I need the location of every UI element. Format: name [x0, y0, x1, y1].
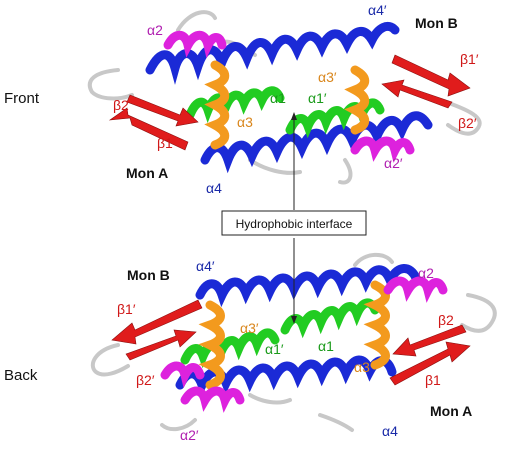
back-helix-alpha2p-b [160, 361, 205, 388]
interface-box [221, 210, 367, 236]
front-helix-alpha4 [200, 111, 433, 174]
back-a3p-label: α3′ [240, 320, 259, 336]
front-strand-beta1 [108, 107, 189, 151]
front-a2-label: α2 [147, 22, 163, 38]
front-loop-left [87, 68, 134, 101]
back-structure [90, 252, 497, 432]
front-helix-alpha2 [163, 30, 227, 59]
front-helix-alpha1 [185, 86, 285, 124]
back-b1p-label: β1′ [117, 301, 136, 317]
front-helix-alpha4p [145, 21, 400, 85]
back-b2p-label: β2′ [136, 372, 155, 388]
back-loop-right [460, 293, 497, 333]
front-loop-top [176, 10, 217, 32]
view-label-front: Front [4, 90, 40, 107]
back-helix-alpha3p [198, 300, 225, 390]
back-loop-tail-a [318, 413, 354, 432]
front-helix-alpha3 [204, 60, 230, 150]
view-label-back: Back [4, 367, 38, 384]
front-b2-label: β2 [113, 97, 129, 113]
back-strand-beta2p [125, 329, 197, 361]
front-helix-alpha3p [344, 65, 370, 135]
back-loop-bottom [160, 418, 197, 432]
front-loop-bottom [338, 158, 353, 185]
back-helix-alpha1 [280, 298, 380, 339]
back-helix-alpha2 [383, 276, 448, 303]
back-mon-b-label: Mon B [127, 267, 170, 283]
back-loop-left [90, 343, 130, 377]
back-strand-beta1 [389, 341, 471, 386]
back-a4-label: α4 [382, 423, 398, 439]
interface-arrow-down-icon [291, 316, 297, 324]
back-strand-beta2 [392, 324, 467, 357]
front-mon-b-label: Mon B [415, 15, 458, 31]
back-a2p-label: α2′ [180, 427, 199, 443]
front-loop-tail-a [248, 158, 302, 175]
back-a2-label: α2 [418, 265, 434, 281]
back-helix-alpha1p [180, 328, 280, 369]
front-a1-label: α1 [270, 90, 286, 106]
back-loop-tail-b [248, 393, 292, 405]
interface-connector: Hydrophobic interface [221, 112, 367, 324]
interface-label: Hydrophobic interface [236, 217, 353, 231]
front-a4p-label: α4′ [368, 2, 387, 18]
front-b2p-label: β2′ [458, 115, 477, 131]
front-strand-beta2 [126, 94, 199, 127]
front-b1p-label: β1′ [460, 51, 479, 67]
back-a1-label: α1 [318, 338, 334, 354]
back-helix-alpha2p [180, 386, 245, 413]
front-mon-a-label: Mon A [126, 165, 168, 181]
front-helix-alpha2p [350, 136, 415, 163]
front-strand-beta2p [381, 79, 453, 109]
front-a3-label: α3 [237, 114, 253, 130]
front-strand-beta1p [391, 54, 471, 97]
front-loop-right [438, 98, 482, 136]
front-structure [87, 10, 482, 185]
back-labels: Mon B α4′ α2 β1′ α3′ α1′ α1 β2 α3 β2′ β1… [117, 258, 472, 443]
front-labels: Mon B Mon A α2 α4′ β1′ β2′ α3′ α1 α1′ α3… [113, 2, 479, 196]
back-a1p-label: α1′ [265, 341, 284, 357]
back-a3-label: α3 [354, 359, 370, 375]
front-a4-label: α4 [206, 180, 222, 196]
back-a4p-label: α4′ [196, 258, 215, 274]
back-strand-beta1p [111, 299, 203, 345]
back-mon-a-label: Mon A [430, 403, 472, 419]
front-b1-label: β1 [157, 135, 173, 151]
front-a1p-label: α1′ [308, 90, 327, 106]
front-a2p-label: α2′ [384, 155, 403, 171]
back-helix-alpha3 [363, 280, 390, 370]
interface-arrow-up-icon [291, 112, 297, 120]
back-b2-label: β2 [438, 312, 454, 328]
back-helix-alpha4p [195, 264, 421, 308]
back-loop-top [353, 252, 394, 267]
front-a3p-label: α3′ [318, 69, 337, 85]
back-b1-label: β1 [425, 372, 441, 388]
